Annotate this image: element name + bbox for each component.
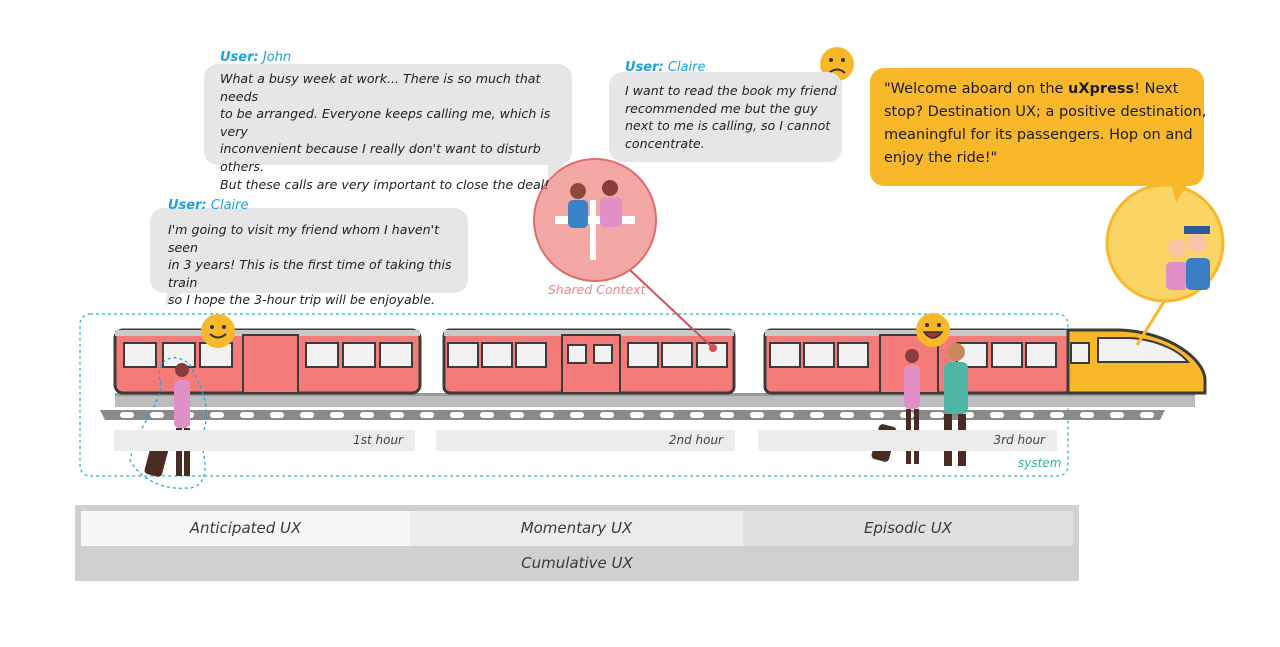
message-line: to be arranged. Everyone keeps calling m… — [220, 106, 551, 139]
grin-face-icon — [916, 313, 950, 347]
cumulative-ux: Cumulative UX — [521, 554, 633, 572]
episodic-ux: Episodic UX — [743, 511, 1073, 546]
user-name: John — [262, 50, 292, 65]
message-line: I want to read the book my friend — [625, 83, 837, 98]
message-line: so I hope the 3-hour trip will be enjoya… — [168, 292, 436, 308]
carriage-1 — [113, 328, 422, 395]
message-line: What a busy week at work... There is so … — [220, 71, 541, 104]
message-line: concentrate. — [625, 135, 705, 151]
seated-passengers — [555, 180, 635, 260]
message-line: But these calls are very important to cl… — [220, 176, 550, 192]
user-name: Claire — [210, 198, 249, 213]
message-line: recommended me but the guy — [625, 100, 818, 116]
momentary-ux: Momentary UX — [410, 511, 743, 546]
welcome-bubble: "Welcome aboard on the uXpress! Next sto… — [870, 68, 1207, 186]
bubble-john-user: User: John — [220, 50, 291, 65]
user-label: User: — [625, 60, 664, 75]
welcome-line-1: "Welcome aboard on the uXpress! Next — [884, 78, 1206, 101]
message-line: next to me is calling, so I cannot — [625, 118, 831, 134]
system-label: system — [1018, 456, 1062, 470]
drivers — [1166, 226, 1210, 290]
bubble-john: User: John What a busy week at work... T… — [204, 50, 572, 192]
hour-strip-3: 3rd hour — [758, 430, 1057, 451]
welcome-text: ! Next — [1134, 81, 1179, 97]
user-name: Claire — [667, 60, 706, 75]
bubble-claire-left: User: Claire I'm going to visit my frien… — [150, 198, 468, 307]
bubble-claire-top-user: User: Claire — [625, 60, 706, 75]
message-line: I'm going to visit my friend whom I have… — [168, 222, 440, 255]
rail-track — [100, 410, 1165, 420]
message-line: inconvenient because I really don't want… — [220, 141, 541, 174]
welcome-line-3: meaningful for its passengers. Hop on an… — [884, 127, 1193, 143]
welcome-text: "Welcome aboard on the — [884, 81, 1069, 97]
bubble-claire-left-user: User: Claire — [168, 198, 249, 213]
hour-strip-1: 1st hour — [114, 430, 415, 451]
carriage-2 — [442, 328, 736, 395]
welcome-line-4: enjoy the ride!" — [884, 150, 998, 166]
shared-context-label: Shared Context — [548, 282, 646, 297]
engine — [1066, 328, 1207, 395]
brand-name: uXpress — [1068, 81, 1135, 97]
welcome-line-2: stop? Destination UX; a positive destina… — [884, 104, 1207, 120]
user-label: User: — [168, 198, 207, 213]
smile-face-icon — [201, 314, 235, 348]
hour-strip-2: 2nd hour — [436, 430, 735, 451]
anticipated-ux: Anticipated UX — [81, 511, 410, 546]
bubble-claire-top: User: Claire I want to read the book my … — [609, 60, 842, 162]
message-line: in 3 years! This is the first time of ta… — [168, 257, 452, 290]
user-label: User: — [220, 50, 259, 65]
